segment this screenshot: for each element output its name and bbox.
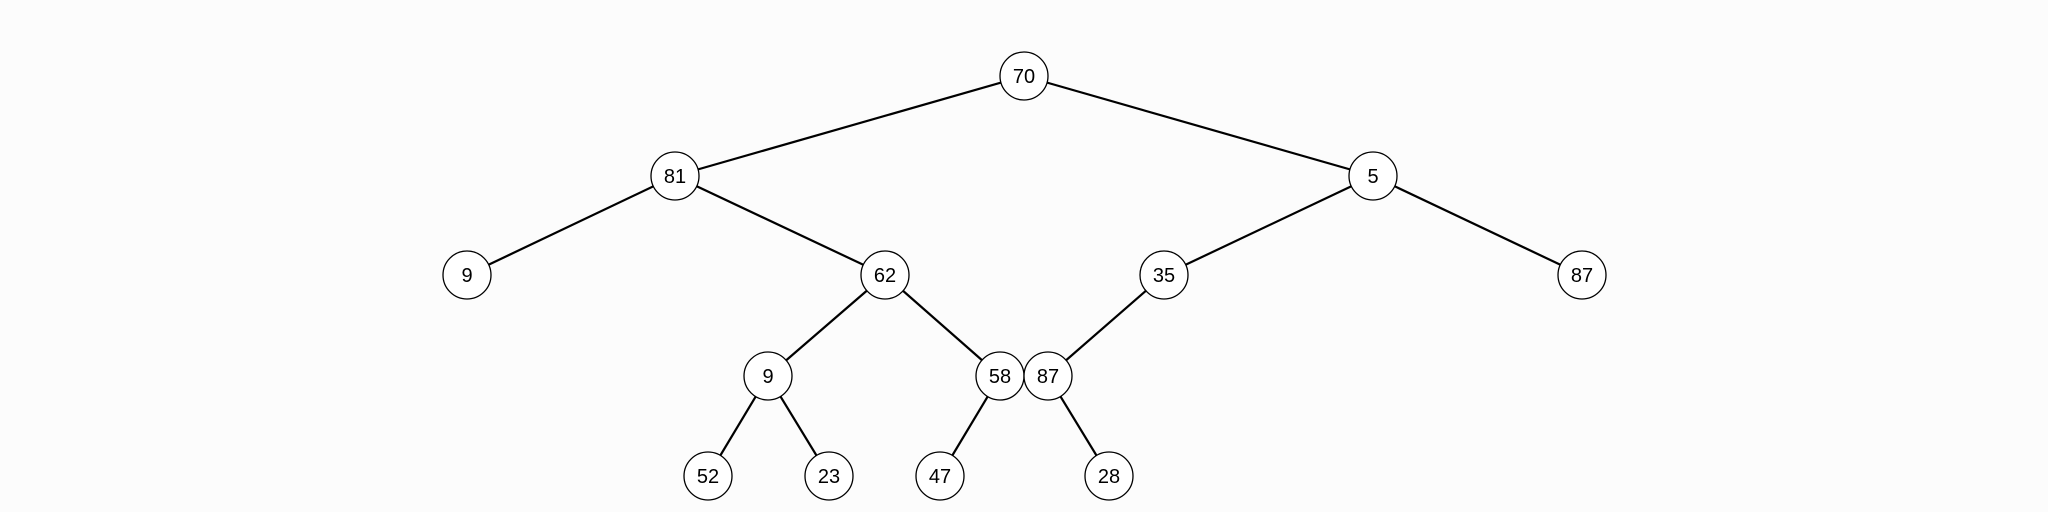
node-label: 9 <box>762 366 773 388</box>
tree-node: 58 <box>975 351 1025 401</box>
tree-node: 35 <box>1139 250 1189 300</box>
node-circle <box>650 151 700 201</box>
node-label: 58 <box>989 366 1011 388</box>
node-circle <box>743 351 793 401</box>
tree-node: 87 <box>1557 250 1607 300</box>
tree-node: 62 <box>860 250 910 300</box>
edges-layer <box>466 74 1583 477</box>
tree-node: 81 <box>650 151 700 201</box>
node-label: 81 <box>664 166 686 188</box>
node-circle <box>804 451 854 501</box>
node-circle <box>1139 250 1189 300</box>
node-label: 52 <box>697 466 719 488</box>
tree-edge <box>466 175 676 276</box>
tree-node: 5 <box>1348 151 1398 201</box>
node-label: 47 <box>929 466 951 488</box>
nodes-layer: 9 52 23 9 47 58 62 81 28 87 35 87 5 70 <box>442 51 1607 501</box>
tree-edge <box>1372 175 1583 276</box>
tree-edge <box>1047 274 1165 377</box>
node-circle <box>1023 351 1073 401</box>
node-label: 70 <box>1013 66 1035 88</box>
tree-node: 9 <box>442 250 492 300</box>
node-circle <box>1348 151 1398 201</box>
node-circle <box>915 451 965 501</box>
tree-edge <box>674 74 1025 178</box>
tree-node: 28 <box>1084 451 1134 501</box>
node-circle <box>683 451 733 501</box>
node-circle <box>442 250 492 300</box>
node-label: 35 <box>1153 265 1175 287</box>
tree-node: 70 <box>999 51 1049 101</box>
tree-edge <box>767 274 886 377</box>
tree-node: 23 <box>804 451 854 501</box>
tree-node: 47 <box>915 451 965 501</box>
node-label: 23 <box>818 466 840 488</box>
tree-edge <box>1163 175 1374 276</box>
tree-edge <box>884 274 1001 377</box>
node-circle <box>1557 250 1607 300</box>
node-circle <box>999 51 1049 101</box>
node-circle <box>1084 451 1134 501</box>
node-label: 28 <box>1098 466 1120 488</box>
node-label: 87 <box>1037 366 1059 388</box>
node-circle <box>860 250 910 300</box>
node-label: 9 <box>461 265 472 287</box>
node-label: 87 <box>1571 265 1593 287</box>
tree-edge <box>674 175 886 276</box>
tree-node: 87 <box>1023 351 1073 401</box>
tree-node: 52 <box>683 451 733 501</box>
tree-edge <box>1023 74 1374 178</box>
tree-node: 9 <box>743 351 793 401</box>
node-label: 62 <box>874 265 896 287</box>
node-label: 5 <box>1367 166 1378 188</box>
